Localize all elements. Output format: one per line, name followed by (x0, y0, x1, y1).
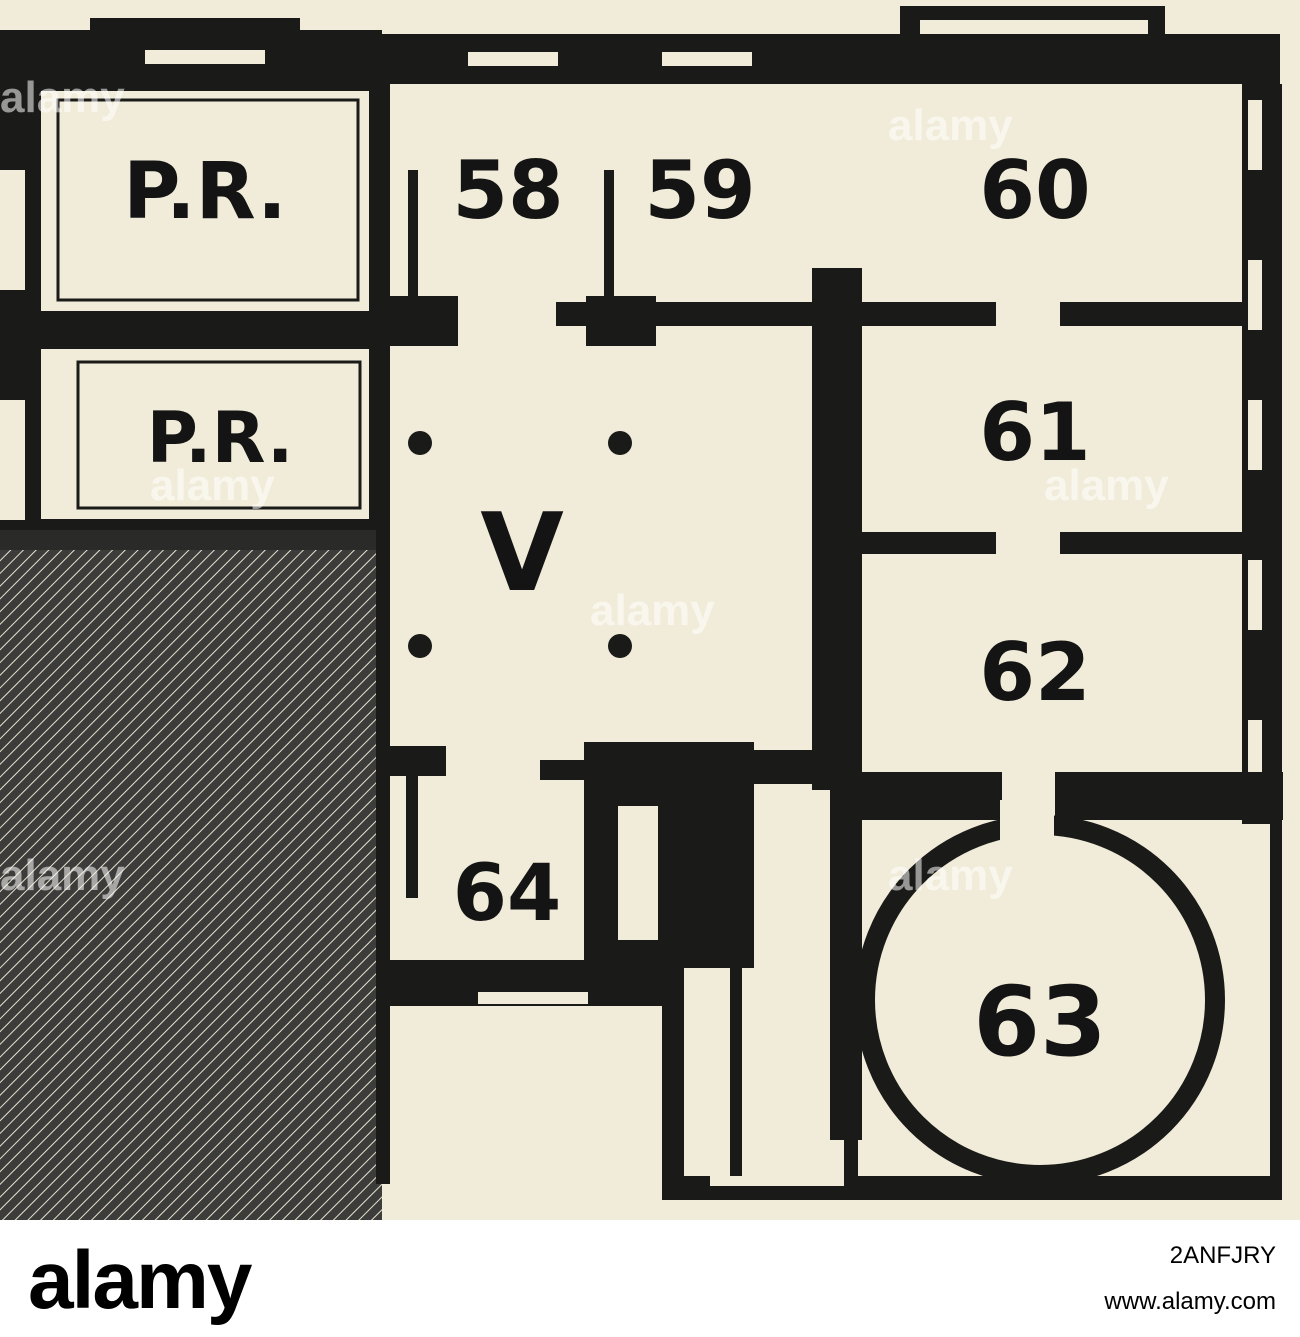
watermark-text: alamy (1044, 461, 1169, 510)
block-64 (584, 742, 754, 968)
column (608, 431, 632, 455)
round-room-doorway (1000, 800, 1054, 840)
window-slot (478, 992, 588, 1004)
wall-segment (1060, 532, 1242, 554)
window-slot (145, 50, 265, 64)
room-label-63: 63 (973, 966, 1107, 1078)
image-id: 2ANFJRY (1169, 1242, 1276, 1269)
right-window (1248, 260, 1262, 330)
watermark-text: alamy (150, 461, 275, 510)
annex-void (710, 1176, 846, 1186)
right-window (1248, 560, 1262, 630)
hatched-area (0, 548, 382, 1220)
window-slot (90, 18, 300, 32)
right-window (1248, 100, 1262, 170)
column (408, 634, 432, 658)
image-meta: 2ANFJRY www.alamy.com (1104, 1242, 1276, 1316)
watermark-text: alamy (590, 586, 715, 635)
thick-wall (812, 268, 862, 1140)
annex-wall (730, 810, 742, 1190)
wall-segment (1055, 772, 1283, 820)
column (408, 431, 432, 455)
room-label-64: 64 (453, 849, 562, 939)
brand-logo[interactable]: alamy (28, 1235, 253, 1326)
column-block (744, 750, 814, 784)
left-edge-mark (0, 400, 25, 520)
annex-wall (844, 1130, 858, 1190)
block-64-void (618, 806, 658, 940)
pr-upper-inner (56, 98, 360, 302)
top-tower (900, 6, 1165, 66)
room-label-58: 58 (452, 144, 563, 237)
wall-segment (1060, 302, 1242, 326)
floor-plan: P.R. P.R. 58 59 60 61 62 63 64 V alamy a… (0, 6, 1283, 1220)
window-slot (920, 20, 1148, 34)
footer-bar: alamy 2ANFJRY www.alamy.com (0, 1220, 1300, 1337)
partition-59 (604, 170, 614, 298)
wall-segment (556, 302, 996, 326)
watermark-text: alamy (888, 851, 1013, 900)
window-slot (468, 52, 558, 66)
pr-lower-inner (76, 360, 362, 510)
wall-segment (540, 760, 590, 780)
room-label-pr-lower: P.R. (147, 397, 294, 479)
room-label-60: 60 (979, 144, 1090, 237)
pier (388, 296, 458, 346)
room-label-pr-upper: P.R. (123, 147, 287, 237)
room-label-59: 59 (644, 144, 755, 237)
partition-58 (408, 170, 418, 298)
wall-segment (862, 532, 996, 554)
watermark-text: alamy (888, 101, 1013, 150)
right-edge-outer (1270, 820, 1282, 1200)
room-label-62: 62 (979, 626, 1090, 719)
wall-segment (862, 772, 1002, 820)
column (608, 634, 632, 658)
site-url[interactable]: www.alamy.com (1104, 1288, 1276, 1315)
right-window (1248, 400, 1262, 470)
room-label-v: V (480, 491, 564, 616)
window-slot (662, 52, 752, 66)
watermark-text: alamy (0, 73, 125, 122)
watermark-text: alamy (0, 851, 125, 900)
hatched-area-top-edge (0, 528, 382, 550)
room-label-61: 61 (979, 386, 1090, 479)
left-hall-wall (376, 84, 390, 1184)
left-edge-mark (0, 170, 25, 290)
annex-wall (662, 960, 684, 1200)
partition-64 (406, 770, 418, 898)
